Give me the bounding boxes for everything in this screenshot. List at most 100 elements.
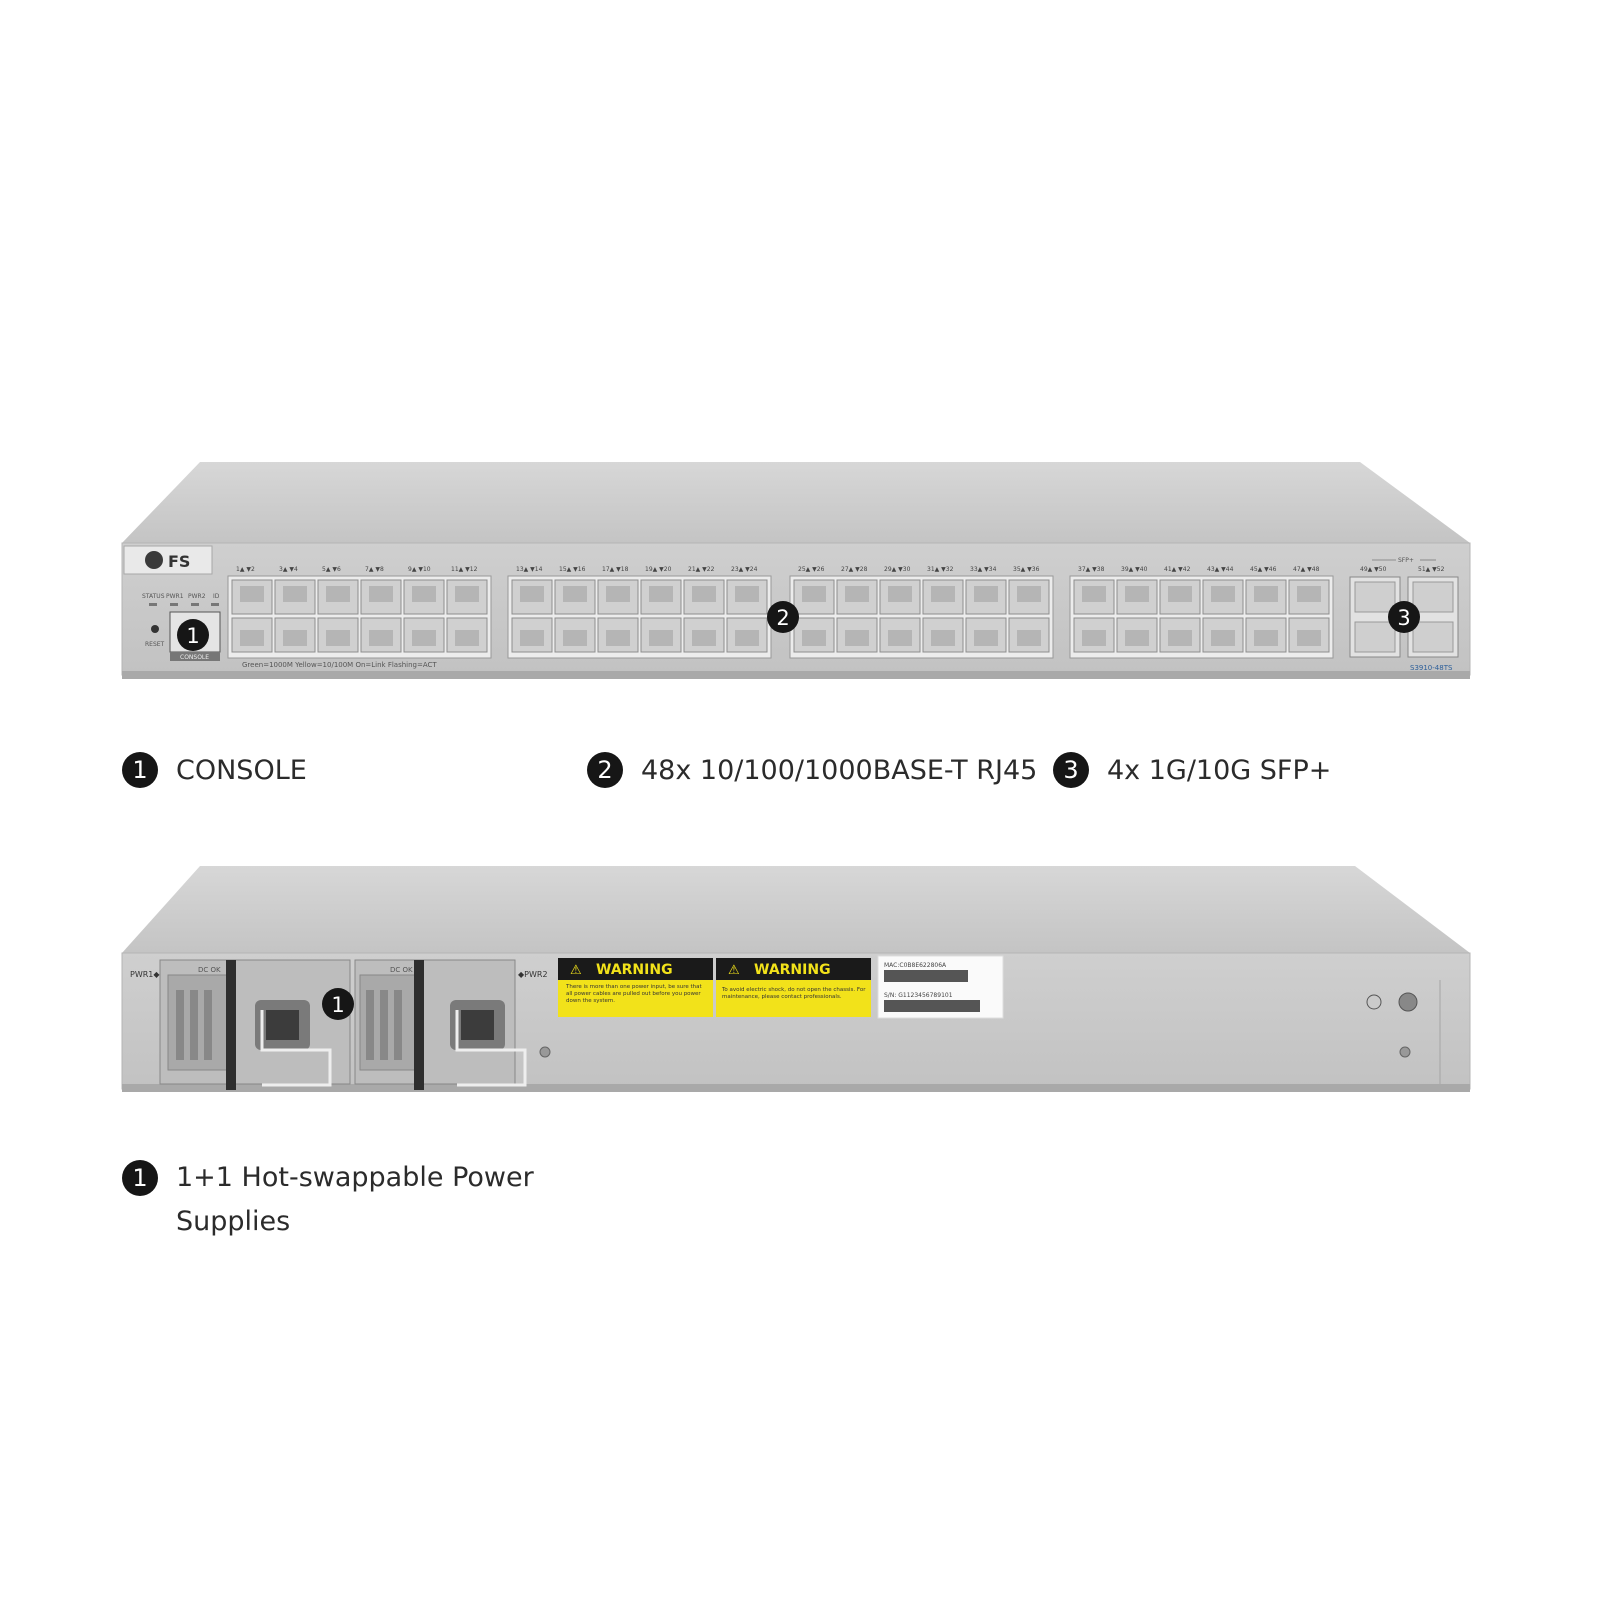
- rj45-port-socket: [845, 586, 869, 602]
- front-chassis-top: [122, 462, 1470, 543]
- rj45-port-socket: [1168, 630, 1192, 646]
- warning-label-2: ⚠ WARNING To avoid electric shock, do no…: [716, 958, 871, 1017]
- rj45-port-socket: [1297, 630, 1321, 646]
- port-number-label: 5▲ ▼6: [322, 566, 341, 573]
- port-number-label: 27▲ ▼28: [841, 566, 868, 573]
- mac-label: MAC:C0B8E622806A: [884, 962, 947, 969]
- status-leds: STATUS PWR1 PWR2 ID: [142, 593, 220, 606]
- legend-text: 4x 1G/10G SFP+: [1107, 754, 1332, 786]
- warning-label-1: ⚠ WARNING There is more than one power i…: [558, 958, 713, 1017]
- pwr2-label: ◆PWR2: [518, 970, 548, 979]
- rj45-port-socket: [1211, 586, 1235, 602]
- svg-text:2: 2: [776, 606, 789, 630]
- rj45-port-socket: [931, 586, 955, 602]
- legend-console: 1 CONSOLE: [122, 752, 307, 788]
- rj45-port-socket: [1297, 586, 1321, 602]
- rj45-port-socket: [845, 630, 869, 646]
- port-number-label: 25▲ ▼26: [798, 566, 825, 573]
- rj45-port-socket: [735, 586, 759, 602]
- rj45-port-socket: [802, 586, 826, 602]
- port-number-label: 15▲ ▼16: [559, 566, 586, 573]
- legend-number: 3: [1053, 752, 1089, 788]
- rj45-port-socket: [735, 630, 759, 646]
- port-number-label: 3▲ ▼4: [279, 566, 298, 573]
- port-number-label: 41▲ ▼42: [1164, 566, 1191, 573]
- screw-icon: [1399, 1046, 1411, 1058]
- warning-title: WARNING: [596, 962, 673, 978]
- svg-text:1: 1: [186, 624, 199, 648]
- port-number-label: 39▲ ▼40: [1121, 566, 1148, 573]
- rj45-port-socket: [520, 630, 544, 646]
- sfp-group-label: SFP+: [1398, 557, 1414, 564]
- legend-rj45: 2 48x 10/100/1000BASE-T RJ45: [587, 752, 1037, 788]
- model-label: S3910-48TS: [1410, 664, 1453, 672]
- rj45-port-socket: [563, 630, 587, 646]
- rj45-port-socket: [888, 630, 912, 646]
- rj45-port-socket: [1125, 630, 1149, 646]
- rj45-port: [597, 617, 639, 653]
- fs-logo-icon: [145, 551, 163, 569]
- ground-icon: [1366, 994, 1382, 1010]
- rj45-port-socket: [1082, 586, 1106, 602]
- brand-plate: [123, 545, 213, 575]
- port-number-label: 29▲ ▼30: [884, 566, 911, 573]
- rj45-port-socket: [1082, 630, 1106, 646]
- ground-screw-icon: [1398, 992, 1418, 1012]
- port-number-label: 35▲ ▼36: [1013, 566, 1040, 573]
- psu-2: DC OK: [354, 959, 516, 1090]
- callout-rj45: 2: [767, 601, 799, 633]
- legend-number: 1: [122, 1160, 158, 1196]
- rj45-port-socket: [369, 586, 393, 602]
- port-number-label: 11▲ ▼12: [451, 566, 478, 573]
- port-number-label: 43▲ ▼44: [1207, 566, 1234, 573]
- rj45-port-socket: [974, 586, 998, 602]
- legend-psu: 1 1+1 Hot-swappable Power Supplies: [122, 1156, 536, 1244]
- port-number-label: 37▲ ▼38: [1078, 566, 1105, 573]
- rj45-port: [231, 579, 273, 615]
- port-number-label: 17▲ ▼18: [602, 566, 629, 573]
- legend-text: 48x 10/100/1000BASE-T RJ45: [641, 754, 1038, 786]
- sfp-port-label: 51▲ ▼52: [1418, 566, 1445, 573]
- port-number-label: 19▲ ▼20: [645, 566, 672, 573]
- pwr1-label: PWR1◆: [130, 970, 160, 979]
- rj45-port-socket: [326, 630, 350, 646]
- callout-psu: 1: [322, 988, 354, 1020]
- led-label: PWR1: [166, 593, 184, 600]
- warning-text: To avoid electric shock, do not open the…: [722, 987, 866, 1000]
- rj45-port-socket: [1254, 586, 1278, 602]
- svg-text:1: 1: [331, 993, 344, 1017]
- port-number-label: 31▲ ▼32: [927, 566, 954, 573]
- rj45-port-socket: [692, 586, 716, 602]
- warning-text: There is more than one power input, be s…: [566, 984, 702, 1004]
- rj45-port-socket: [649, 630, 673, 646]
- rj45-port-socket: [520, 586, 544, 602]
- rj45-port-socket: [455, 586, 479, 602]
- legend-sfp: 3 4x 1G/10G SFP+: [1053, 752, 1331, 788]
- legend-number: 1: [122, 752, 158, 788]
- rj45-port-socket: [240, 586, 264, 602]
- rj45-port-socket: [1017, 586, 1041, 602]
- rj45-port-socket: [1168, 586, 1192, 602]
- sfp-port-label: 49▲ ▼50: [1360, 566, 1387, 573]
- rj45-port-socket: [974, 630, 998, 646]
- rj45-port-socket: [692, 630, 716, 646]
- psu-status-label: DC OK: [198, 966, 221, 974]
- legend-text: 1+1 Hot-swappable Power Supplies: [176, 1162, 534, 1237]
- legend-number: 2: [587, 752, 623, 788]
- back-chassis-top: [122, 866, 1470, 953]
- rj45-port-socket: [326, 586, 350, 602]
- callout-sfp: 3: [1388, 601, 1420, 633]
- port-number-label: 7▲ ▼8: [365, 566, 384, 573]
- rj45-port-socket: [1211, 630, 1235, 646]
- rj45-port: [1073, 617, 1115, 653]
- rj45-port: [793, 617, 835, 653]
- rj45-port-socket: [240, 630, 264, 646]
- rj45-port-socket: [412, 586, 436, 602]
- rj45-port-socket: [1017, 630, 1041, 646]
- serial-label: MAC:C0B8E622806A S/N: G1123456789101: [877, 955, 1004, 1019]
- port-number-label: 1▲ ▼2: [236, 566, 255, 573]
- rj45-port-socket: [606, 630, 630, 646]
- front-panel-illustration: FS STATUS PWR1 PWR2 ID RESET CONSOLE 1▲ …: [121, 462, 1471, 679]
- port-number-label: 23▲ ▼24: [731, 566, 758, 573]
- reset-button: [151, 625, 159, 633]
